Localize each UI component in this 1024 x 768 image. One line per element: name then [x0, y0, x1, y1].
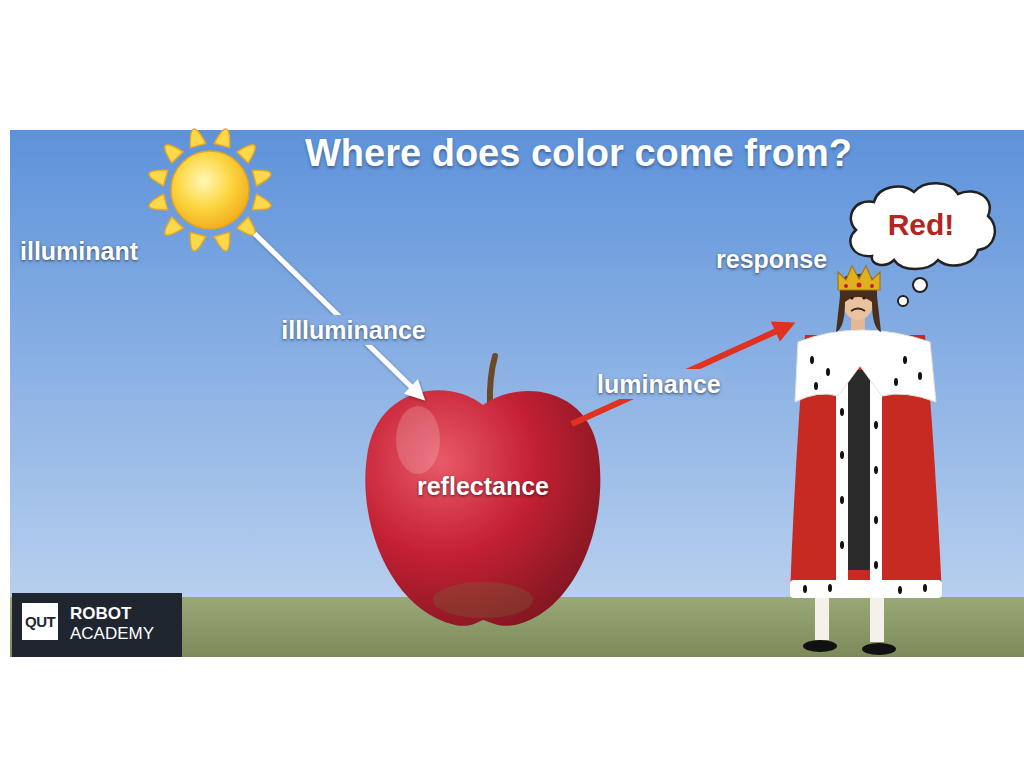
- king-mustache: [851, 309, 865, 312]
- king-figure: [790, 266, 942, 655]
- ermine-dot: [903, 356, 907, 364]
- ermine-dot: [810, 356, 814, 364]
- ermine-dot: [828, 584, 832, 592]
- sun-ray: [160, 217, 183, 240]
- sun-disc: [171, 151, 249, 229]
- king-shoe: [862, 643, 896, 655]
- sun-ray: [214, 232, 234, 253]
- thought-bubble: [898, 296, 908, 306]
- ermine-collar: [795, 330, 936, 402]
- thought-cloud: Red!: [842, 178, 1000, 272]
- edge-label: illluminance: [277, 315, 429, 345]
- logo-box: QUT ROBOTACADEMY: [12, 593, 182, 657]
- sun-ray: [252, 194, 273, 214]
- edge-label: luminance: [593, 369, 725, 399]
- ermine-dot: [918, 372, 922, 380]
- apple: [365, 356, 600, 626]
- reflectance-label: reflectance: [417, 471, 549, 501]
- ermine-dot: [840, 451, 844, 459]
- ermine-dot: [826, 368, 830, 376]
- ermine-dot: [814, 382, 818, 390]
- sun-ray: [214, 127, 234, 148]
- king-crown: [838, 266, 880, 290]
- ermine-dot: [803, 585, 807, 593]
- sun-ray: [252, 166, 273, 186]
- crown-jewel: [844, 284, 848, 288]
- logo-word: ACADEMY: [70, 625, 154, 644]
- sun-rays: [147, 127, 273, 253]
- apple-shade: [433, 582, 533, 618]
- apple-highlight: [396, 406, 440, 474]
- king-eye: [850, 296, 853, 299]
- ermine-dot: [874, 561, 878, 569]
- king-leg: [870, 596, 884, 642]
- king-shoe: [803, 640, 837, 652]
- illuminant-label: illuminant: [20, 236, 138, 266]
- arrow-line: [255, 234, 414, 390]
- cloud-shape: [850, 183, 994, 269]
- ermine-dot: [874, 516, 878, 524]
- logo-word: ROBOT: [70, 605, 131, 624]
- apple-node: reflectance: [363, 385, 603, 627]
- arrow-head: [771, 322, 796, 342]
- ermine-dot: [898, 586, 902, 594]
- arrow-head: [404, 379, 425, 400]
- sun-ray: [237, 140, 260, 163]
- sun-node: illuminant: [148, 128, 272, 252]
- diagram-title: Where does color come from?: [305, 132, 852, 176]
- arrow-connector: [572, 322, 796, 424]
- ermine-trim: [870, 370, 882, 595]
- ermine-trim: [836, 370, 848, 595]
- sun-ray: [186, 127, 206, 148]
- apple-body: [365, 390, 600, 626]
- thought-text: Red!: [888, 207, 955, 243]
- sun-ray: [160, 140, 183, 163]
- ermine-dot: [894, 378, 898, 386]
- ermine-dot: [923, 584, 927, 592]
- crown-jewel: [870, 284, 874, 288]
- ermine-dot: [874, 466, 878, 474]
- response-label: response: [716, 244, 827, 274]
- king-eye: [862, 296, 865, 299]
- crown-jewel: [857, 283, 862, 288]
- sky-background: [10, 130, 1024, 657]
- sun-ray: [147, 166, 168, 186]
- king-node: response: [795, 268, 945, 656]
- king-tunic: [848, 370, 870, 570]
- thought-bubble: [913, 278, 927, 292]
- ermine-dot: [840, 496, 844, 504]
- ermine-dots: [803, 356, 927, 594]
- arrow-line: [572, 330, 780, 424]
- ermine-dot: [874, 421, 878, 429]
- ermine-dot: [840, 408, 844, 416]
- king-leg: [815, 596, 829, 640]
- sun-ray: [186, 232, 206, 253]
- logo-mark: QUT: [22, 603, 58, 640]
- ermine-dot: [840, 541, 844, 549]
- ermine-hem: [790, 580, 942, 598]
- sun-ray: [147, 194, 168, 214]
